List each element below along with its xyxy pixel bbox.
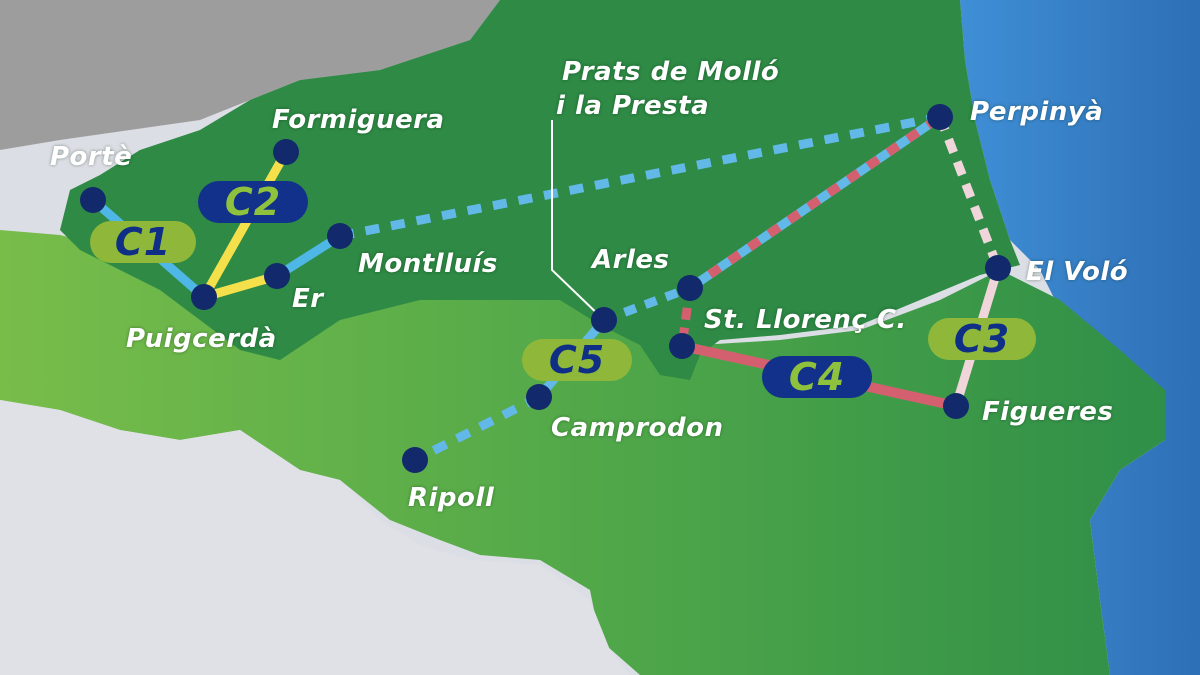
label-porte: Portè [50,142,133,172]
stop-prats[interactable] [591,307,617,333]
stop-perpinya[interactable] [927,104,953,130]
stop-st-llorenc[interactable] [669,333,695,359]
route-badge-c2[interactable]: C2 [198,180,308,224]
stop-montlluis[interactable] [327,223,353,249]
label-el-volo: El Voló [1026,257,1129,287]
label-camprodon: Camprodon [551,413,724,443]
lower-left-area [0,400,630,675]
stop-figueres[interactable] [943,393,969,419]
label-figueres: Figueres [982,397,1114,427]
line-formiguera-puigcerda [200,149,290,300]
label-formiguera: Formiguera [272,105,445,135]
prats-leader-line [551,120,605,321]
label-prats-line2: i la Presta [556,91,710,121]
stop-er[interactable] [264,263,290,289]
stop-puigcerda[interactable] [191,284,217,310]
france-grey-region [0,0,500,150]
label-arles: Arles [592,245,670,275]
label-er: Er [292,284,324,314]
sea-region [960,0,1200,675]
stop-camprodon[interactable] [526,384,552,410]
line-perpinya-elvolo [935,115,1003,270]
stop-arles[interactable] [677,275,703,301]
label-perpinya: Perpinyà [970,97,1104,127]
stop-el-volo[interactable] [985,255,1011,281]
label-ripoll: Ripoll [408,483,495,513]
route-badge-c5[interactable]: C5 [522,338,632,382]
route-badge-c1[interactable]: C1 [90,220,196,264]
route-badge-c4[interactable]: C4 [762,355,872,399]
pyrenees-region [60,0,1020,380]
label-prats-line1: Prats de Molló [562,57,780,87]
stop-formiguera[interactable] [273,139,299,165]
line-camprodon-ripoll [412,392,542,465]
label-puigcerda: Puigcerdà [126,324,277,354]
stop-ripoll[interactable] [402,447,428,473]
line-arles-perpinya-dash [687,113,943,292]
route-badge-c3[interactable]: C3 [928,317,1036,361]
stop-porte[interactable] [80,187,106,213]
label-montlluis: Montlluís [358,249,498,279]
label-st-llorenc: St. Llorenç C. [704,305,907,335]
line-prats-arles [602,283,692,325]
